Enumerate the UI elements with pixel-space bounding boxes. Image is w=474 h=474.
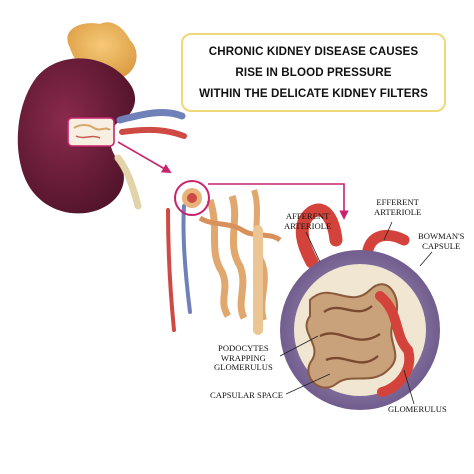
nephron-detail (166, 189, 282, 335)
label-capsular-space: CAPSULAR SPACE (210, 390, 283, 400)
caption-line-2: RISE IN BLOOD PRESSURE (235, 66, 392, 79)
label-glomerulus: GLOMERULUS (388, 404, 447, 414)
nephron-inset-box (67, 117, 115, 147)
zoom-arrow-1 (117, 141, 172, 173)
nephron-glomerulus-highlight (174, 180, 210, 216)
renal-vein (116, 109, 186, 124)
label-bowmans-capsule: BOWMAN'S CAPSULE (418, 231, 465, 251)
label-podocytes: PODOCYTES WRAPPING GLOMERULUS (214, 343, 273, 372)
ureter (114, 154, 142, 210)
caption-line-3: WITHIN THE DELICATE KIDNEY FILTERS (199, 87, 428, 100)
caption-box: CHRONIC KIDNEY DISEASE CAUSES RISE IN BL… (181, 33, 446, 112)
zoom-arrow-2 (208, 183, 349, 220)
label-efferent-arteriole: EFFERENT ARTERIOLE (374, 197, 422, 217)
glomerulus-illustration (280, 203, 440, 410)
renal-artery (119, 126, 187, 139)
label-afferent-arteriole: AFFERENT ARTERIOLE (284, 211, 332, 231)
caption-line-1: CHRONIC KIDNEY DISEASE CAUSES (208, 45, 419, 58)
